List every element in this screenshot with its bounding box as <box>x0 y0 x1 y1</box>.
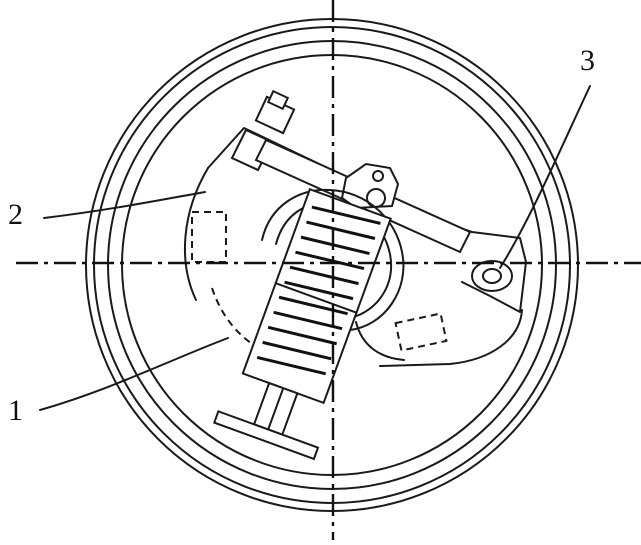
hidden-pocket-bottom <box>394 312 448 352</box>
spring-assembly <box>212 187 392 461</box>
spring-case-divider <box>274 282 358 314</box>
leader-line-2 <box>43 191 206 219</box>
coil <box>267 325 337 346</box>
spring-coils <box>256 205 381 376</box>
top-bar <box>230 89 472 254</box>
leader-lines <box>39 85 591 411</box>
pivot-boss <box>471 260 513 292</box>
coil <box>311 205 381 225</box>
coil <box>256 355 327 376</box>
coil <box>289 265 359 286</box>
center-lines <box>16 0 641 540</box>
bracket-outline-lower <box>379 309 523 367</box>
bracket-outline-left <box>183 167 209 301</box>
coil <box>295 250 365 271</box>
plunger-rod-center <box>267 387 285 431</box>
coil <box>300 235 370 255</box>
label-part-2: 2 <box>8 198 23 231</box>
label-part-1: 1 <box>8 394 23 427</box>
housing-arc-outer <box>261 188 405 331</box>
clamp-bracket <box>340 162 400 210</box>
clamp-pin <box>372 170 384 182</box>
coil <box>278 295 348 316</box>
leader-line-1 <box>39 337 229 411</box>
coil <box>262 340 332 361</box>
top-bolt-cap <box>266 89 290 111</box>
foot-plate <box>212 410 320 461</box>
hidden-pocket-left <box>191 211 227 263</box>
coil <box>273 310 343 331</box>
coil <box>306 220 376 240</box>
leader-line-3 <box>499 85 591 269</box>
label-part-3: 3 <box>580 44 595 77</box>
pivot-joint <box>471 260 513 292</box>
coil <box>284 280 354 301</box>
pivot-hole <box>482 268 502 284</box>
